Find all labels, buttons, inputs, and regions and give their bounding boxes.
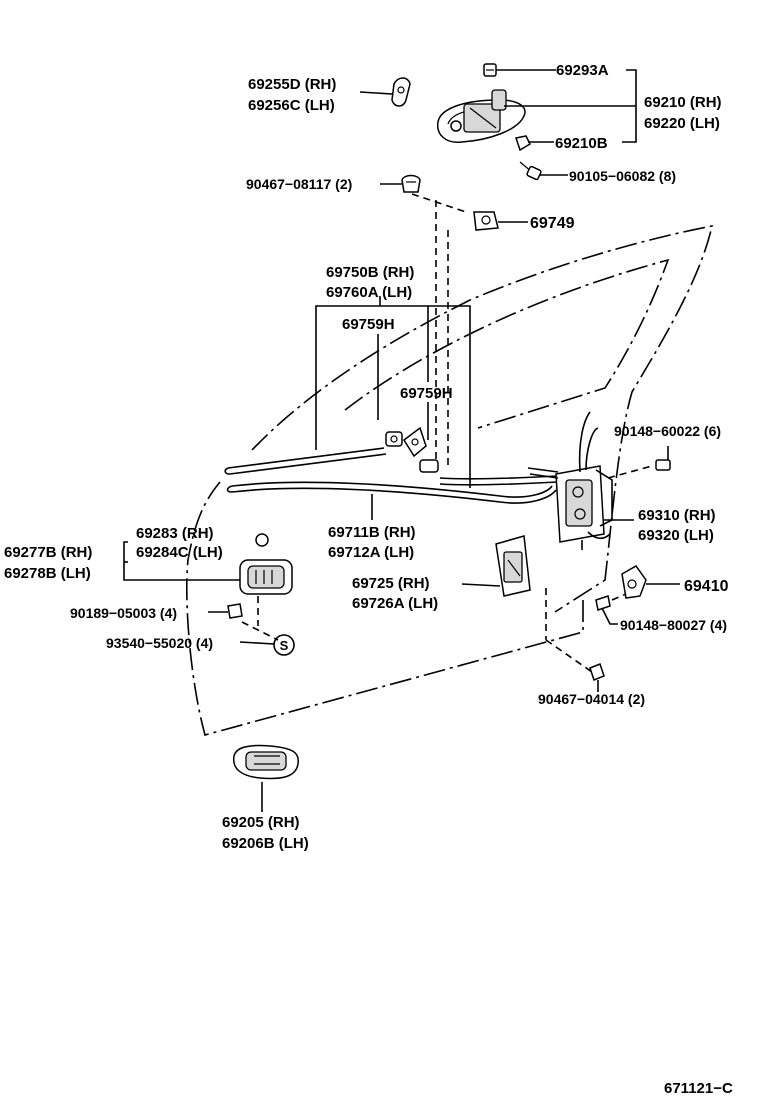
label-69220: 69220 (LH) <box>644 115 720 132</box>
door-lock-assembly-part <box>527 411 613 550</box>
label-69278b: 69278B (LH) <box>4 565 91 582</box>
screw-90148-80027-part <box>595 595 611 611</box>
clip-69759h-part-a <box>385 431 403 447</box>
screw-69210b-part <box>515 135 531 152</box>
label-69256c: 69256C (LH) <box>248 97 335 114</box>
label-69210b: 69210B <box>555 135 608 152</box>
footer-code: 671121−C <box>664 1080 733 1097</box>
clip-69293a-part <box>483 63 497 77</box>
screw-90189-part <box>227 603 243 619</box>
label-69255d: 69255D (RH) <box>248 76 336 93</box>
label-69712a: 69712A (LH) <box>328 544 414 561</box>
label-90189: 90189−05003 (4) <box>70 605 177 621</box>
clip-69283-part <box>255 533 269 547</box>
label-69759h-1: 69759H <box>342 316 395 333</box>
striker-69410-part <box>621 565 647 599</box>
screw-90148-60022-part <box>655 459 671 471</box>
clip-69759h-part-b <box>402 426 427 458</box>
clip-69759h-part-c <box>419 459 439 473</box>
label-69277b: 69277B (RH) <box>4 544 92 561</box>
inside-handle-bezel-part <box>239 559 293 595</box>
label-69283: 69283 (RH) <box>136 525 214 542</box>
bolt-90105-part <box>519 161 542 181</box>
outside-handle-part <box>437 89 526 143</box>
label-69284c: 69284C (LH) <box>136 544 223 561</box>
label-90105: 90105−06082 (8) <box>569 168 676 184</box>
label-69725: 69725 (RH) <box>352 575 430 592</box>
clip-90467-08117-part <box>401 174 421 193</box>
label-69206b: 69206B (LH) <box>222 835 309 852</box>
label-93540: 93540−55020 (4) <box>106 635 213 651</box>
label-69759h-2: 69759H <box>400 385 453 402</box>
inside-handle-part <box>232 744 300 780</box>
label-69410: 69410 <box>684 578 729 595</box>
label-69750b: 69750B (RH) <box>326 264 414 281</box>
clip-69255d-part <box>391 77 411 107</box>
link-69725-part <box>495 535 531 597</box>
label-69711b: 69711B (RH) <box>328 524 416 541</box>
door-outline <box>185 224 714 736</box>
label-69293a: 69293A <box>556 62 609 79</box>
rod-69750b <box>224 447 387 475</box>
label-69726a: 69726A (LH) <box>352 595 438 612</box>
symbol-s-text: S <box>280 638 289 653</box>
label-90467-04014: 90467−04014 (2) <box>538 691 645 707</box>
label-69760a: 69760A (LH) <box>326 284 412 301</box>
label-69320: 69320 (LH) <box>638 527 714 544</box>
label-90148-60022: 90148−60022 (6) <box>614 423 721 439</box>
label-90467-08117: 90467−08117 (2) <box>246 176 352 192</box>
label-69205: 69205 (RH) <box>222 814 300 831</box>
label-69749: 69749 <box>530 215 575 232</box>
symbol-s: S <box>273 634 295 656</box>
screw-90467-04014-part <box>589 663 605 681</box>
label-69310: 69310 (RH) <box>638 507 716 524</box>
part-69749 <box>473 211 499 231</box>
label-69210: 69210 (RH) <box>644 94 722 111</box>
rod-69711b <box>226 481 557 504</box>
label-90148-80027: 90148−80027 (4) <box>620 617 727 633</box>
